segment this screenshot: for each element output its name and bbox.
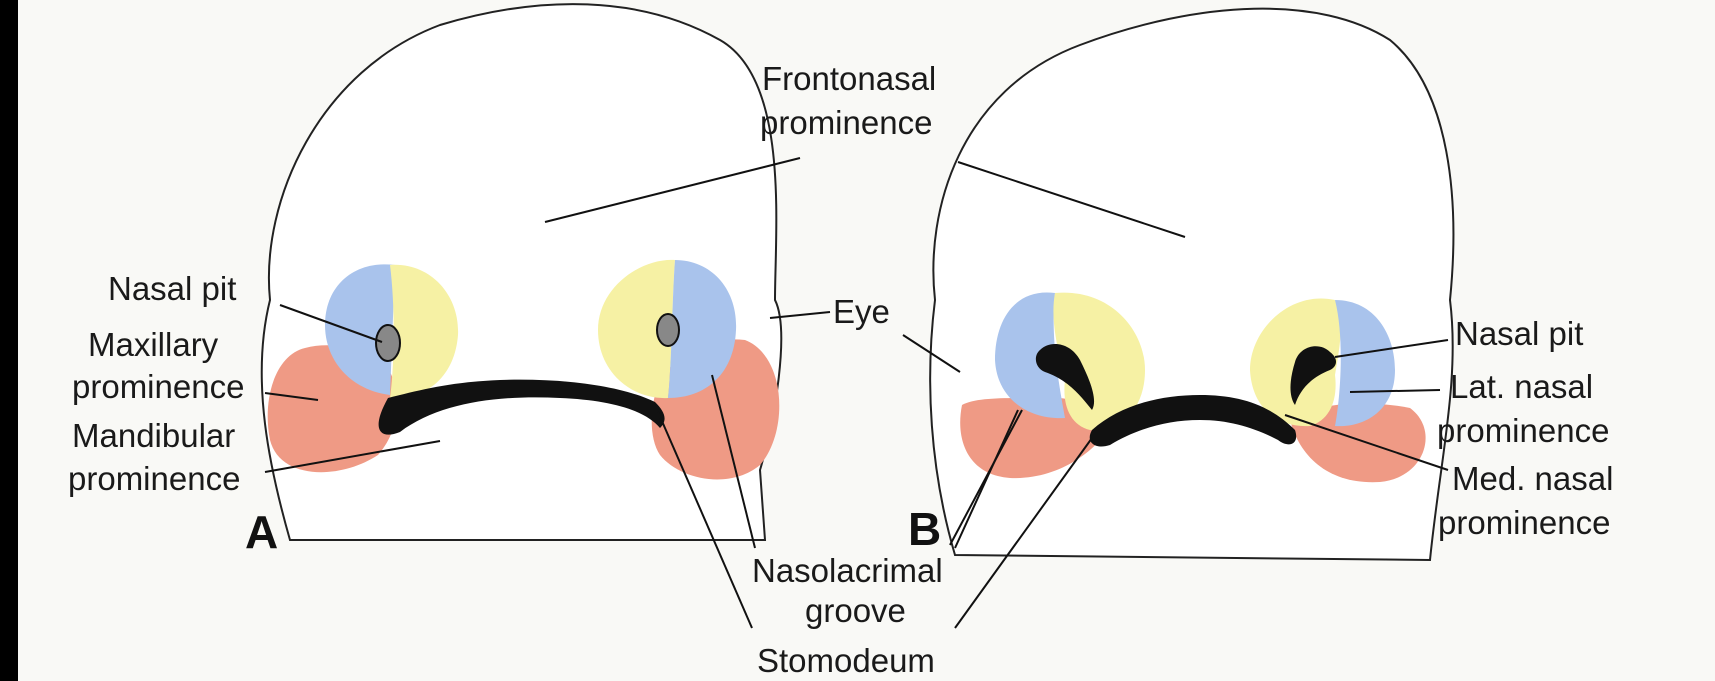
label-nasolacrimal-line1: Nasolacrimal xyxy=(752,552,943,589)
panel-a-left-nasal-pit xyxy=(376,325,400,361)
panel-a-letter: A xyxy=(245,506,278,558)
label-a-mandibular-line1: Mandibular xyxy=(72,417,235,454)
label-stomodeum: Stomodeum xyxy=(757,642,935,679)
label-b-nasal-pit: Nasal pit xyxy=(1455,315,1583,352)
label-frontonasal-line1: Frontonasal xyxy=(762,60,936,97)
panel-b-head xyxy=(930,9,1453,560)
label-nasolacrimal-line2: groove xyxy=(805,592,906,629)
label-b-lat-nasal-line1: Lat. nasal xyxy=(1450,368,1593,405)
label-a-maxillary-line2: prominence xyxy=(72,368,244,405)
label-b-med-nasal-line2: prominence xyxy=(1438,504,1610,541)
label-b-lat-nasal-line2: prominence xyxy=(1437,412,1609,449)
label-a-maxillary-line1: Maxillary xyxy=(88,326,219,363)
label-b-med-nasal-line1: Med. nasal xyxy=(1452,460,1613,497)
label-a-mandibular-line2: prominence xyxy=(68,460,240,497)
label-frontonasal-line2: prominence xyxy=(760,104,932,141)
label-a-eye: Eye xyxy=(833,293,890,330)
panel-b-letter: B xyxy=(908,503,941,555)
label-a-nasal-pit: Nasal pit xyxy=(108,270,236,307)
panel-a-right-nasal-pit xyxy=(657,314,679,346)
